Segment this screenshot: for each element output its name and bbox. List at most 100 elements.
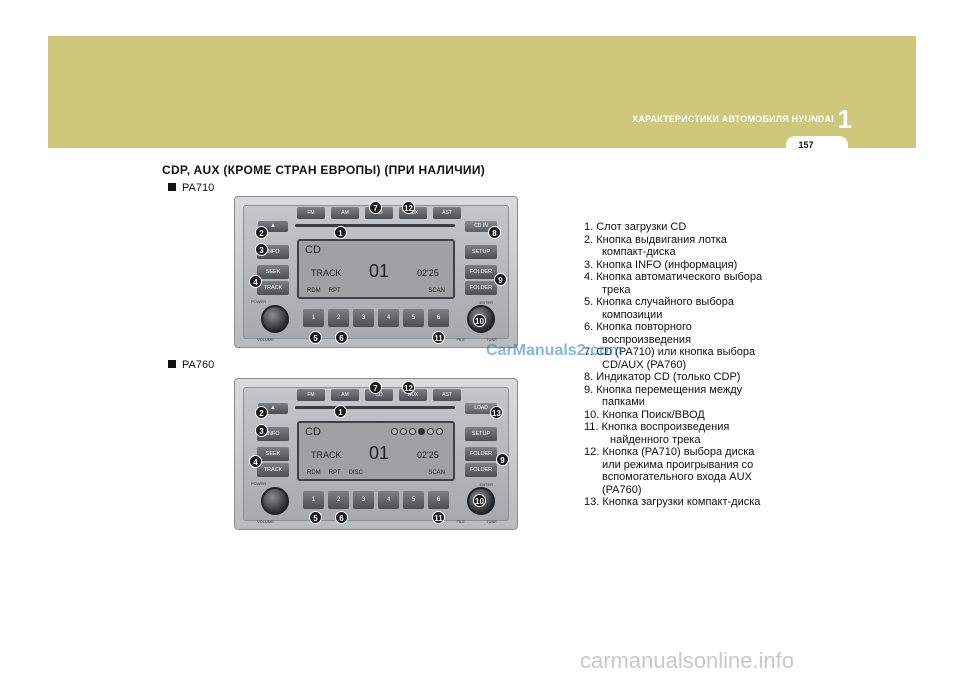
preset-4-button[interactable]: 4 <box>378 491 399 509</box>
seek-button[interactable]: SEEK <box>257 447 289 461</box>
file-label: FILE <box>456 337 465 342</box>
display-time: 02'25 <box>417 450 439 460</box>
callout-12: 12 <box>402 381 415 394</box>
callout-8: 8 <box>488 226 501 239</box>
callout-11: 11 <box>432 331 445 344</box>
callout-6: 6 <box>335 511 348 524</box>
display-status-row: RDM RPT DISC SCAN <box>307 470 445 476</box>
display-track-label: TRACK <box>311 268 342 278</box>
callout-7: 7 <box>369 381 382 394</box>
legend-item: воспроизведения <box>602 333 692 346</box>
legend-item: 1. Слот загрузки CD <box>584 221 687 233</box>
eject-button[interactable]: ▲ <box>258 403 288 414</box>
callout-3: 3 <box>255 424 268 437</box>
volume-knob[interactable] <box>261 305 289 333</box>
disc-indicator-icon <box>391 428 398 435</box>
folder-down-button[interactable]: FOLDER <box>465 281 497 295</box>
preset-6-button[interactable]: 6 <box>428 309 449 327</box>
preset-5-button[interactable]: 5 <box>403 309 424 327</box>
folder-down-button[interactable]: FOLDER <box>465 463 497 477</box>
enter-label: ENTER <box>479 300 493 305</box>
cd-slot <box>295 406 455 409</box>
legend-item: CD/AUX (PA760) <box>602 358 687 371</box>
legend-item: 3. Кнопка INFO (информация) <box>584 258 738 271</box>
ast-button[interactable]: AST <box>433 207 461 219</box>
bullet-square-icon <box>168 360 176 368</box>
preset-1-button[interactable]: 1 <box>303 491 324 509</box>
model-name: PA760 <box>182 359 215 371</box>
seek-button[interactable]: SEEK <box>257 265 289 279</box>
preset-2-button[interactable]: 2 <box>328 491 349 509</box>
cd-slot <box>295 224 455 227</box>
disc-indicator-icon <box>400 428 407 435</box>
callout-9: 9 <box>494 273 507 286</box>
am-button[interactable]: AM <box>331 389 359 401</box>
am-button[interactable]: AM <box>331 207 359 219</box>
legend-item: 7. CD (PA710) или кнопка выбора <box>584 346 756 358</box>
volume-knob[interactable] <box>261 487 289 515</box>
callout-5: 5 <box>309 331 322 344</box>
fm-button[interactable]: FM <box>297 389 325 401</box>
display-time: 02'25 <box>417 268 439 278</box>
bullet-square-icon <box>168 183 176 191</box>
display-rpt: RPT <box>328 288 341 294</box>
legend-item: 9. Кнопка перемещения между <box>584 383 743 396</box>
load-button[interactable]: LOAD <box>465 403 497 414</box>
display-mode: CD <box>305 426 321 438</box>
tune-label: TUNE <box>486 519 497 524</box>
callout-2: 2 <box>255 226 268 239</box>
fm-button[interactable]: FM <box>297 207 325 219</box>
callout-1: 1 <box>334 226 347 239</box>
preset-2-button[interactable]: 2 <box>328 309 349 327</box>
tune-label: TUNE <box>486 337 497 342</box>
preset-1-button[interactable]: 1 <box>303 309 324 327</box>
preset-3-button[interactable]: 3 <box>353 491 374 509</box>
display-mode: CD <box>305 244 321 256</box>
callout-4: 4 <box>249 455 262 468</box>
setup-button[interactable]: SETUP <box>465 245 497 259</box>
callout-13: 13 <box>490 406 503 419</box>
folder-up-button[interactable]: FOLDER <box>465 447 497 461</box>
legend-item: 8. Индикатор CD (только CDP) <box>584 371 741 383</box>
callout-4: 4 <box>249 275 262 288</box>
legend-item: трека <box>602 283 631 296</box>
volume-label: VOLUME <box>257 519 274 524</box>
cd-in-indicator: CD IN <box>465 221 497 232</box>
legend-item: вспомогательного входа AUX <box>602 471 752 483</box>
callout-10: 10 <box>473 314 486 327</box>
preset-buttons: 1 2 3 4 5 6 <box>303 309 449 327</box>
footer-watermark: carmanualsonline.info <box>580 648 795 673</box>
callout-9: 9 <box>496 453 509 466</box>
display-track-number: 01 <box>369 261 390 281</box>
preset-6-button[interactable]: 6 <box>428 491 449 509</box>
ast-button[interactable]: AST <box>433 389 461 401</box>
callout-7: 7 <box>369 201 382 214</box>
track-button[interactable]: TRACK <box>257 463 289 477</box>
power-label: POWER <box>251 481 267 486</box>
callout-6: 6 <box>335 331 348 344</box>
preset-4-button[interactable]: 4 <box>378 309 399 327</box>
legend-item: 2. Кнопка выдвигания лотка <box>584 233 727 246</box>
legend-item: компакт-диска <box>602 246 676 258</box>
display-scan: SCAN <box>428 470 445 476</box>
display-scan: SCAN <box>428 288 445 294</box>
display-disc: DISC <box>348 470 364 476</box>
display-rdm: RDM <box>307 470 321 476</box>
eject-button[interactable]: ▲ <box>258 221 288 232</box>
legend-item: найденного трека <box>610 433 701 446</box>
disc-indicator-icon <box>418 428 425 435</box>
model-label-pa710: PA710 <box>168 182 214 194</box>
track-button[interactable]: TRACK <box>257 281 289 295</box>
preset-3-button[interactable]: 3 <box>353 309 374 327</box>
disc-indicators <box>391 428 443 435</box>
folder-up-button[interactable]: FOLDER <box>465 265 497 279</box>
preset-5-button[interactable]: 5 <box>403 491 424 509</box>
setup-button[interactable]: SETUP <box>465 427 497 441</box>
display-rdm: RDM <box>307 288 321 294</box>
callout-10: 10 <box>473 494 486 507</box>
legend-item: 5. Кнопка случайного выбора <box>584 296 734 308</box>
legend-item: 4. Кнопка автоматического выбора <box>584 271 763 283</box>
radio-display: CD TRACK 01 02'25 RDM RPT SCAN <box>297 239 455 299</box>
volume-label: VOLUME <box>257 337 274 342</box>
legend-item: (PA760) <box>602 483 642 496</box>
